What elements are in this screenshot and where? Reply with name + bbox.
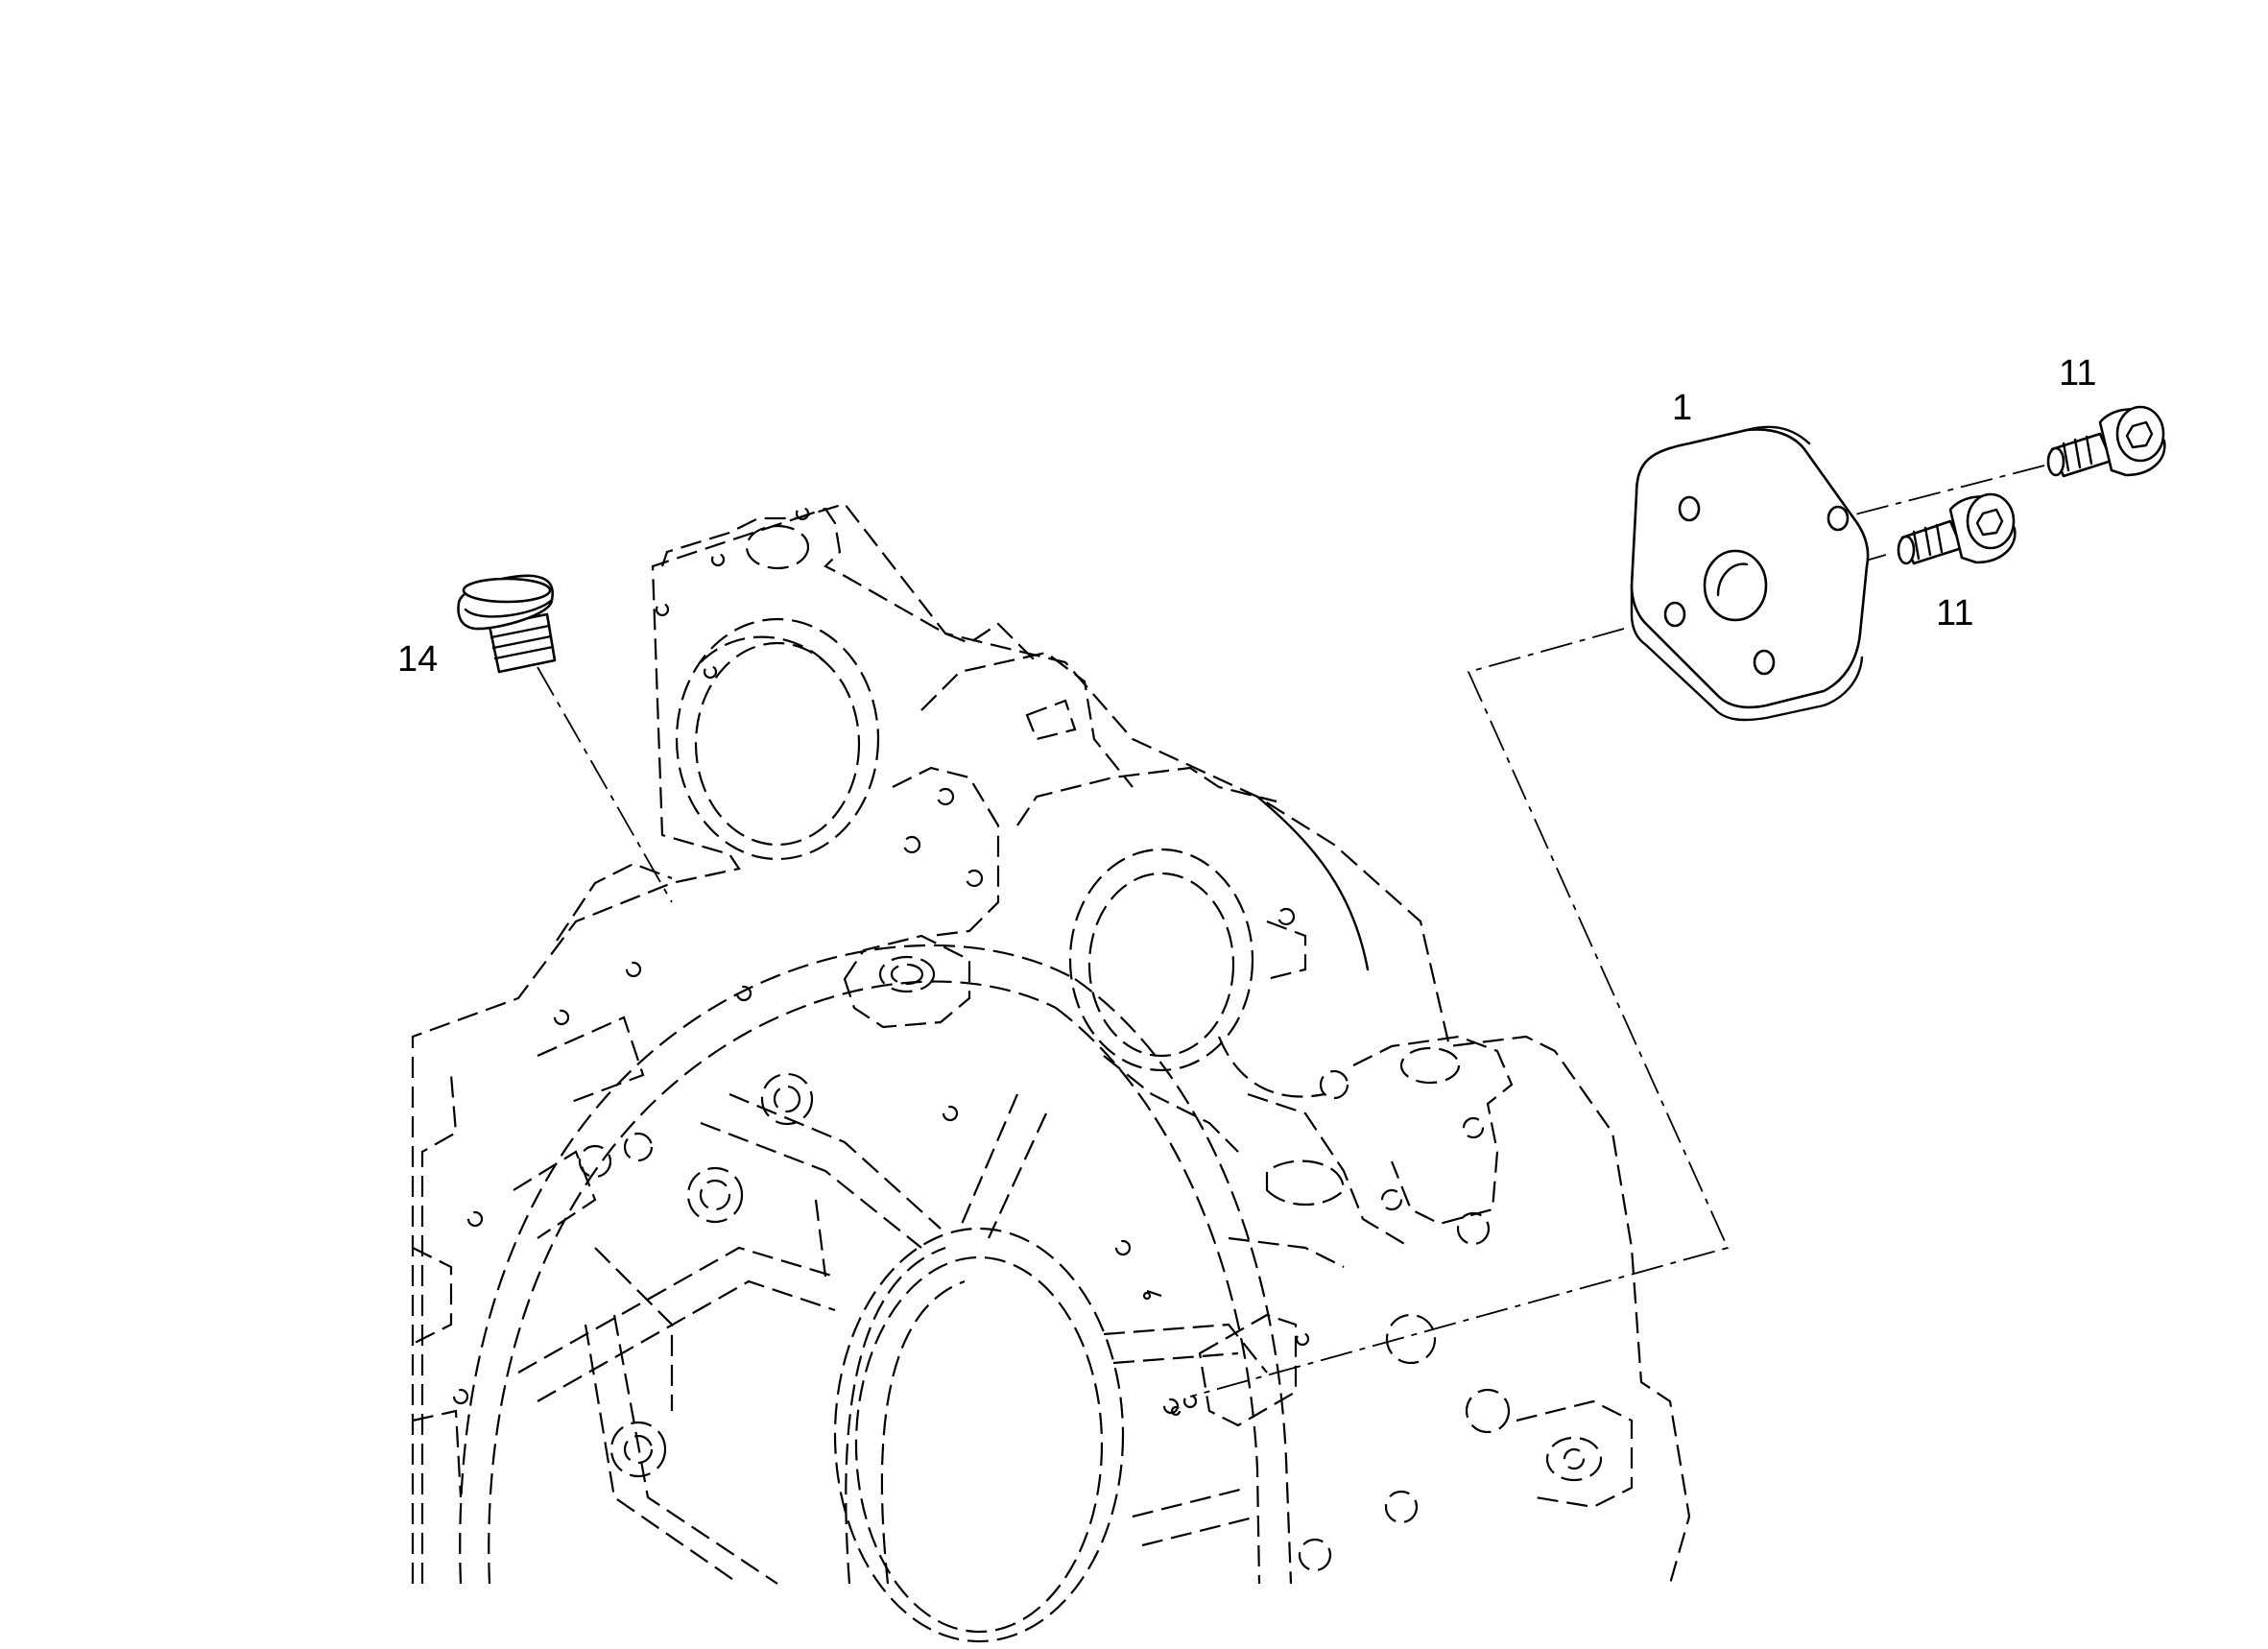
callout-14: 14 [397,639,439,680]
threaded-plug [457,574,557,674]
callout-1: 1 [1672,388,1693,428]
callout-11-upper: 11 [2059,353,2097,394]
cap-screw-upper [2046,405,2166,478]
cap-screw-lower [1897,492,2017,565]
cover-plate [1630,425,1870,722]
flywheel-housing [411,502,1691,1643]
callout-11-lower: 11 [1936,593,1974,633]
